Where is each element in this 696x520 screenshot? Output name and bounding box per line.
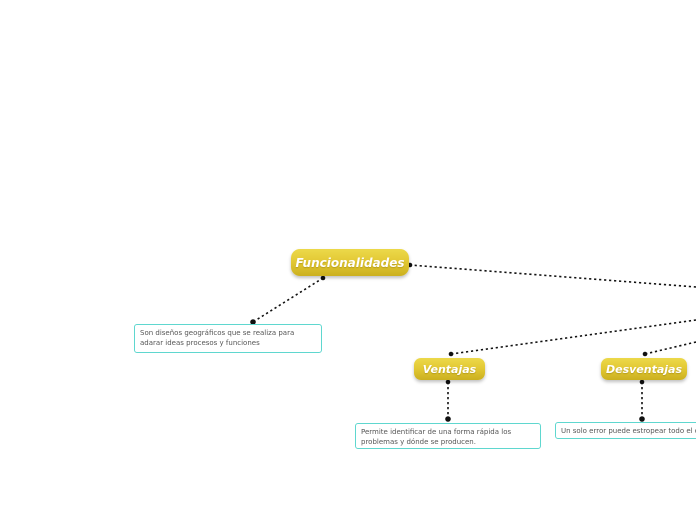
note-funcionalidades[interactable]: Son diseños geográficos que se realiza p…	[134, 324, 322, 353]
connector-dot	[642, 351, 648, 357]
connector-dot	[448, 351, 454, 357]
connector-root-desventajas	[644, 341, 696, 355]
connector-dot	[639, 379, 645, 385]
connector-root-funcionalidades	[409, 264, 696, 288]
connector-dot	[639, 416, 645, 422]
note-ventajas[interactable]: Permite identificar de una forma rápida …	[355, 423, 541, 449]
note-desventajas[interactable]: Un solo error puede estropear todo el di	[555, 422, 696, 439]
connector-dot	[445, 379, 451, 385]
connector-root-ventajas	[450, 319, 696, 355]
connector-dot	[320, 275, 326, 281]
connector-dot	[445, 416, 451, 422]
connector-dot	[250, 319, 256, 325]
topic-desventajas[interactable]: Desventajas	[601, 358, 687, 380]
topic-ventajas[interactable]: Ventajas	[414, 358, 485, 380]
topic-funcionalidades[interactable]: Funcionalidades	[291, 249, 409, 276]
connector-funcionalidades-note	[252, 277, 324, 323]
